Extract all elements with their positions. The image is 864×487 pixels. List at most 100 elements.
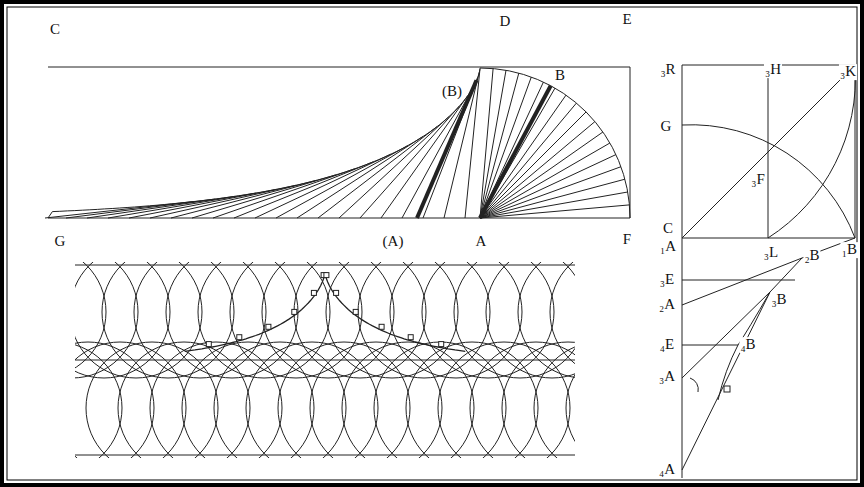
point-label: ₂A	[658, 297, 676, 313]
horizontal-line	[682, 345, 738, 346]
point-label: ₃L	[763, 245, 779, 261]
point-label: F	[622, 232, 632, 248]
point-label: ₂B	[803, 248, 820, 264]
point-label: E	[621, 12, 632, 28]
arc	[768, 65, 855, 238]
tractrix-curve	[185, 272, 325, 351]
point-label: ₄E	[659, 337, 675, 353]
marker-square	[334, 290, 339, 295]
segment	[682, 292, 770, 378]
tangent-line	[45, 202, 194, 219]
tangent-line	[213, 169, 355, 218]
pattern-circle	[262, 262, 394, 378]
pattern-circle	[486, 262, 575, 378]
marker-square	[237, 335, 242, 340]
thick-radius	[480, 86, 551, 218]
tractrix-figure	[45, 67, 630, 218]
tractrix-curve	[325, 272, 465, 351]
pattern-circle	[390, 262, 522, 378]
pattern-circle	[230, 262, 362, 378]
point-label: C	[662, 221, 674, 237]
radial-line	[480, 73, 519, 218]
point-label: (A)	[382, 234, 405, 250]
radial-line	[480, 77, 531, 218]
point-label: ₃K	[839, 64, 857, 80]
pattern-circle	[214, 342, 346, 458]
point-label: ₃E	[659, 272, 675, 288]
pattern-circle	[342, 342, 474, 458]
tangent-line	[276, 146, 408, 218]
point-label: G	[660, 119, 673, 135]
pattern-circle	[470, 342, 575, 458]
pattern-circle	[182, 342, 314, 458]
pattern-circle	[422, 262, 554, 378]
pattern-circle	[326, 262, 458, 378]
marker-square	[292, 309, 297, 314]
pattern-circle	[294, 262, 426, 378]
pattern-circle	[358, 262, 490, 378]
pattern-circle	[75, 342, 186, 458]
tangent-line	[318, 127, 437, 218]
point-label: ₃F	[750, 172, 766, 188]
pattern-circle	[454, 262, 575, 378]
marker-square	[311, 290, 316, 295]
vertical-axis	[682, 65, 683, 478]
segment	[770, 258, 802, 292]
point-label: ₁B	[841, 242, 858, 258]
diagonal	[682, 65, 855, 238]
point-label: G	[54, 234, 67, 250]
marker-square	[724, 386, 730, 392]
radial-line	[480, 205, 629, 218]
point-label: C	[49, 22, 61, 38]
point-label: ₄B	[739, 337, 756, 353]
tangent-line	[234, 162, 373, 218]
radial-line	[480, 179, 625, 218]
marker-square	[439, 342, 444, 347]
point-label: D	[499, 14, 512, 30]
pattern-circle	[518, 262, 575, 378]
marker-square	[408, 335, 413, 340]
pattern-circle	[166, 262, 298, 378]
pattern-circle	[198, 262, 330, 378]
pattern-circle	[550, 262, 575, 378]
point-label: ₄A	[658, 462, 676, 478]
point-label: ₃H	[764, 62, 782, 78]
pattern-circle	[438, 342, 570, 458]
point-label: ₁A	[659, 239, 677, 255]
inner-frame	[7, 7, 857, 480]
marker-square	[353, 309, 358, 314]
tangent-line	[297, 137, 423, 219]
curve	[718, 292, 770, 400]
tangent-line	[402, 86, 474, 218]
marker-square	[266, 324, 271, 329]
pattern-circle	[278, 342, 410, 458]
tractrix-curve	[48, 68, 480, 218]
pattern-circle	[102, 262, 234, 378]
pattern-circle	[86, 342, 218, 458]
point-label: A	[475, 234, 488, 250]
pattern-circle	[150, 342, 282, 458]
point-label: ₃R	[659, 62, 676, 78]
quarter-circle	[480, 68, 630, 218]
marker-square	[324, 273, 329, 278]
small-arc	[690, 378, 698, 392]
pattern-circle	[310, 342, 442, 458]
band-line	[75, 455, 575, 456]
pattern-circle	[534, 342, 575, 458]
point-label: (B)	[441, 84, 463, 100]
point-label: ₃A	[658, 369, 676, 385]
circle-group	[75, 262, 575, 458]
radial-line	[480, 155, 616, 218]
arc	[682, 125, 855, 238]
marker-square	[379, 324, 384, 329]
tangent-line	[255, 154, 391, 218]
pattern-circle	[566, 342, 575, 458]
pattern-circle	[406, 342, 538, 458]
pattern-circle	[134, 262, 266, 378]
radial-line	[480, 103, 576, 218]
horizontal-line	[682, 280, 795, 281]
segment	[682, 292, 770, 470]
point-label: ₃B	[770, 292, 787, 308]
